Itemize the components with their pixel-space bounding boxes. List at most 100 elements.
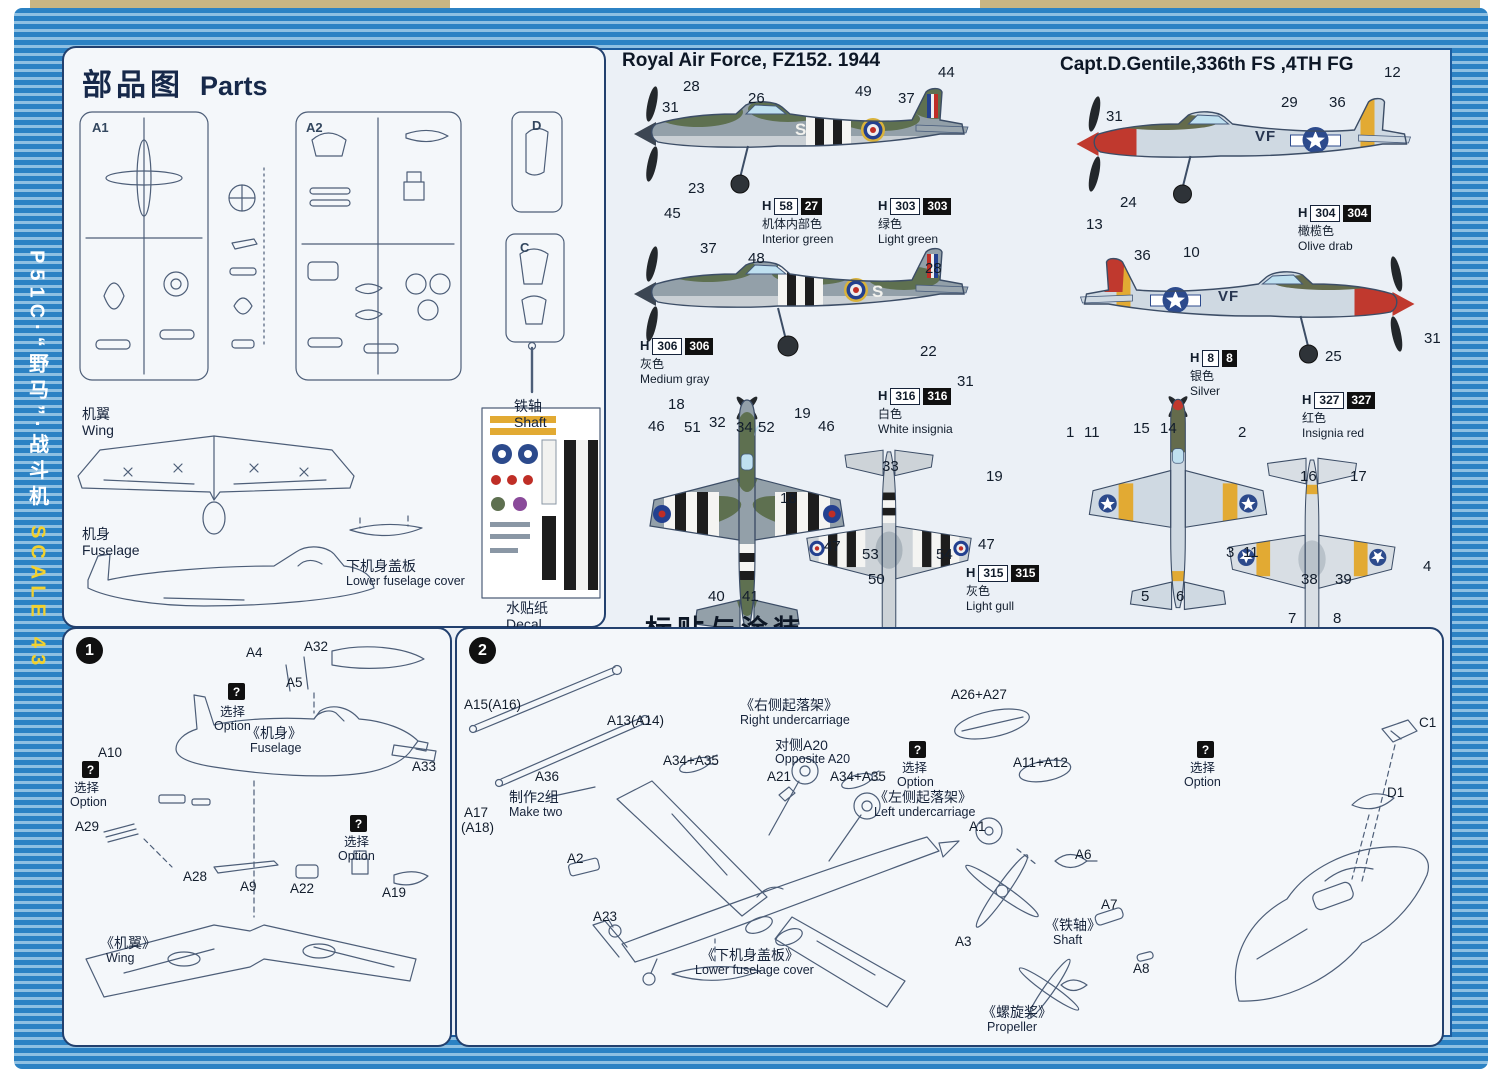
paint-aqueous-no: 304 — [1310, 205, 1341, 222]
part-code: A26+A27 — [951, 687, 1007, 702]
option-label-cn: 选择 — [220, 705, 246, 719]
callout: 10 — [1183, 244, 1200, 261]
fuselage-label-cn: 《机身》 — [246, 725, 302, 741]
parts-title-en: Parts — [200, 71, 268, 101]
paint-name-cn: 红色 — [1302, 411, 1327, 425]
callout: 47 — [824, 538, 841, 555]
callout: 18 — [780, 490, 797, 507]
gentile-profile-port — [1076, 96, 1412, 204]
propeller-label-en: Propeller — [987, 1020, 1038, 1034]
paint-mr-no: 316 — [923, 388, 952, 405]
callout: 36 — [1134, 247, 1151, 264]
callout: 13 — [1086, 216, 1103, 233]
us-insignia — [1290, 127, 1341, 153]
step2-number: 2 — [469, 637, 496, 664]
part-code: A29 — [75, 819, 100, 834]
step1-number: 1 — [76, 637, 103, 664]
option-label-en: Option — [70, 795, 107, 809]
us-insignia — [1369, 548, 1387, 566]
callout: 12 — [1384, 64, 1401, 81]
paint-name-cn: 灰色 — [966, 584, 991, 598]
sprue-a1-label: A1 — [92, 120, 109, 135]
paint-brand: H — [762, 198, 772, 214]
us-insignia — [1239, 494, 1258, 513]
paint-name-en: Interior green — [762, 232, 834, 246]
fuselage-label-en: Fuselage — [250, 741, 302, 755]
part-code: A32 — [304, 639, 329, 654]
option-label-en: Option — [1184, 775, 1221, 789]
callout: 48 — [748, 250, 765, 267]
make-two-label-cn: 制作2组 — [509, 789, 559, 805]
part-code: A15(A16) — [464, 697, 522, 712]
step2-assembly-art — [468, 664, 1429, 1020]
paint-name-en: Medium gray — [640, 372, 710, 386]
part-code: A13(A14) — [607, 713, 665, 728]
callout: 46 — [818, 418, 835, 435]
us-insignia — [1150, 287, 1201, 313]
paint-brand: H — [878, 198, 888, 214]
box-flap-left — [30, 0, 450, 10]
option-label-cn: 选择 — [344, 835, 370, 849]
part-code: A5 — [286, 675, 303, 690]
callout: 39 — [1335, 571, 1352, 588]
callout: 38 — [1301, 571, 1318, 588]
option-question-icon: ? — [1197, 741, 1214, 758]
callout: 4 — [1423, 558, 1432, 575]
paint-aqueous-no: 58 — [774, 198, 798, 215]
option-question-icon: ? — [909, 741, 926, 758]
callout: 23 — [688, 180, 705, 197]
part-code: A2 — [567, 851, 584, 866]
gentile-code-letters: VF — [1218, 288, 1240, 305]
part-code: A28 — [183, 869, 208, 884]
part-code: A33 — [412, 759, 437, 774]
paint-name-en: Light gull — [966, 599, 1015, 613]
wing-label-cn: 机翼 — [82, 406, 110, 422]
option-label-cn: 选择 — [74, 781, 100, 795]
gentile-top-view — [1088, 396, 1268, 611]
paint-mr-no: 8 — [1222, 350, 1237, 367]
paint-mr-no: 306 — [685, 338, 714, 355]
lower-cover-label-en: Lower fuselage cover — [346, 574, 465, 588]
wing-label-cn: 《机翼》 — [100, 935, 156, 951]
paint-brand: H — [1302, 392, 1312, 408]
paint-name-cn: 银色 — [1190, 369, 1215, 383]
part-code: A1 — [969, 819, 986, 834]
option-question-icon: ? — [228, 683, 245, 700]
callout: 46 — [648, 418, 665, 435]
callout: 8 — [1333, 610, 1342, 627]
option-label-en: Option — [338, 849, 375, 863]
paint-name-en: Insignia red — [1302, 426, 1365, 440]
callout: 34 — [736, 419, 753, 436]
shaft-label-cn: 铁轴 — [514, 398, 542, 414]
make-two-label-en: Make two — [509, 805, 563, 819]
callout: 1 — [1066, 424, 1075, 441]
callout: 54 — [936, 546, 953, 563]
callout: 18 — [668, 396, 685, 413]
callout: 31 — [1106, 108, 1123, 125]
kit-scale-word: SCALE — [26, 525, 49, 624]
callout: 6 — [1176, 588, 1185, 605]
parts-title-cn: 部品图 — [82, 69, 184, 102]
callout: 11 — [1084, 424, 1100, 441]
callout: 19 — [794, 405, 811, 422]
part-code: A34+A35 — [663, 753, 719, 768]
paint-mr-no: 303 — [923, 198, 952, 215]
callout: 40 — [708, 588, 725, 605]
shaft-label-en: Shaft — [1053, 933, 1083, 947]
paint-mr-no: 327 — [1347, 392, 1376, 409]
callout: 33 — [882, 458, 899, 475]
right-gear-label-en: Right undercarriage — [740, 713, 850, 727]
paint-name-cn: 橄榄色 — [1298, 224, 1335, 238]
raf-code-letter: S — [872, 282, 884, 301]
paint-aqueous-no: 303 — [890, 198, 921, 215]
scheme2-title: Capt.D.Gentile,336th FS ,4TH FG — [1060, 54, 1354, 75]
shaft-label-en: Shaft — [514, 414, 547, 430]
paint-name-en: White insignia — [878, 422, 953, 436]
option-label-en: Option — [897, 775, 934, 789]
